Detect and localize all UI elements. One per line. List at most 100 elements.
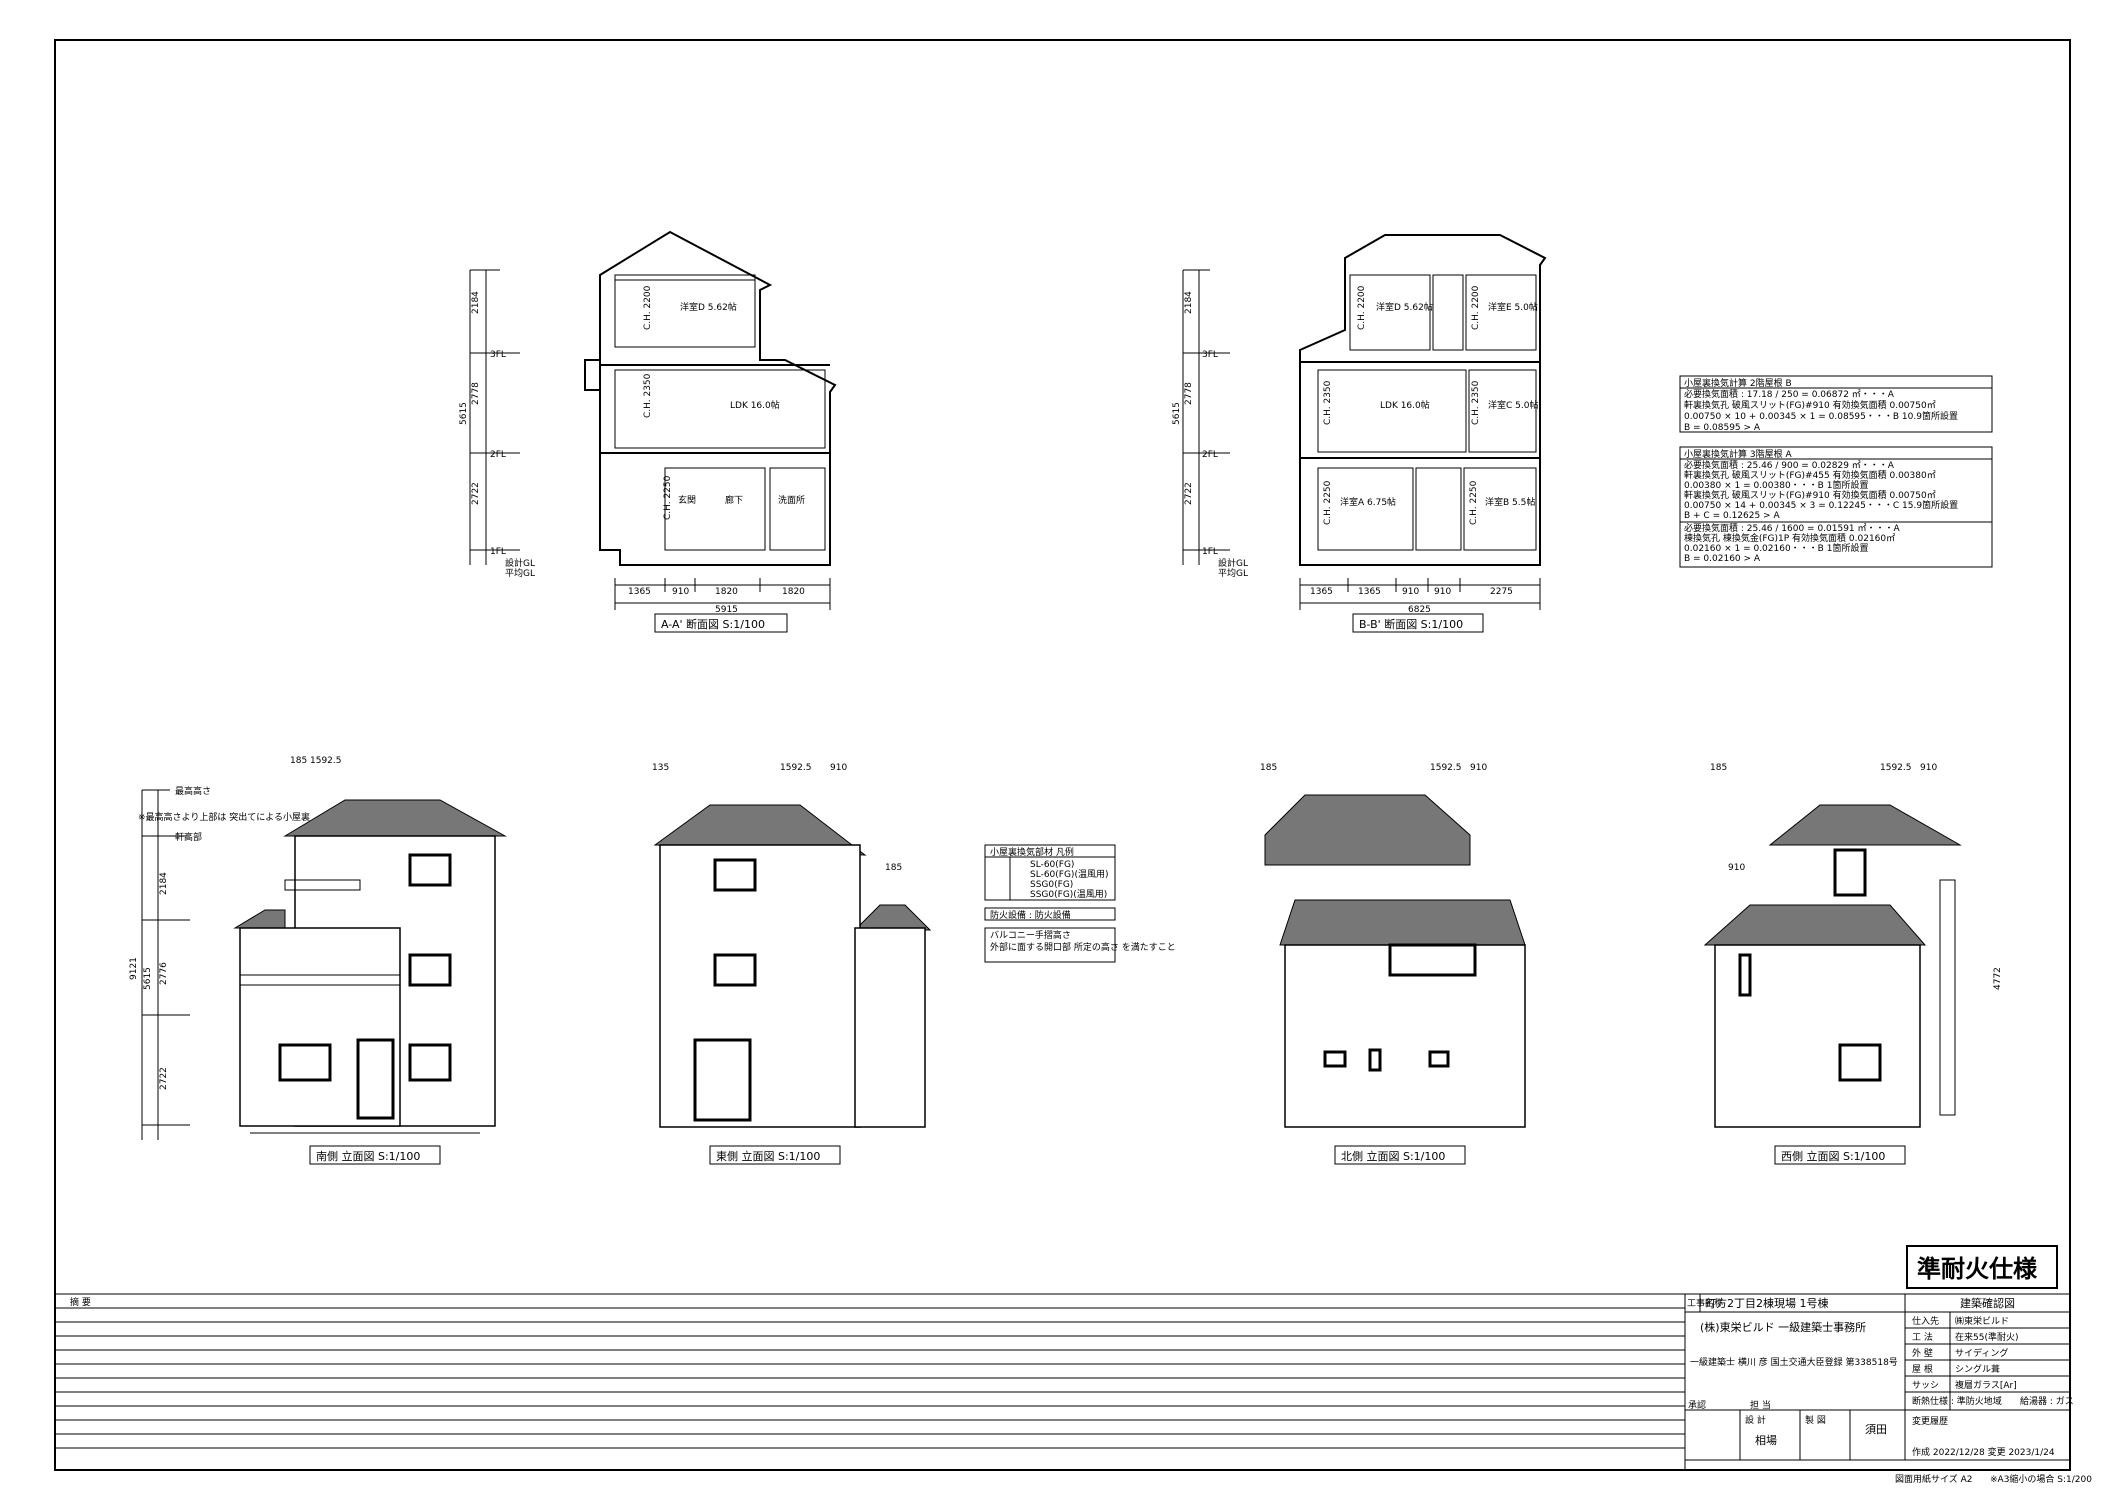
- scale-note: ※A3縮小の場合 S:1/200: [1990, 1473, 2092, 1485]
- floor-3fl: 3FL: [490, 350, 506, 360]
- project-label: 工事名称: [1687, 1297, 1723, 1309]
- west-top-3: 1592.5: [1880, 763, 1912, 773]
- floor-bb-3fl: 3FL: [1202, 350, 1218, 360]
- elevation-south: 最高高さ 軒高部 ※最高高さより上部は 突出てによる小屋裏 9121 5615 …: [129, 756, 507, 1165]
- ch-bb-1f-a: C.H. 2250: [1323, 480, 1333, 525]
- design-label: 設 計: [1745, 1414, 1766, 1426]
- calc2-row-6: B + C = 0.12625 > A: [1684, 511, 1780, 521]
- approval-label: 承認: [1688, 1399, 1706, 1411]
- spec-key-3: 屋 根: [1912, 1363, 1933, 1375]
- dim-bb-2: 1365: [1358, 587, 1381, 597]
- sheet-border: [54, 39, 2071, 1471]
- vent-legend: 小屋裏換気部材 凡例 SL-60(FG) SL-60(FG)(温風用) SSG0…: [984, 844, 1176, 963]
- ch-aa-2f: C.H. 2350: [643, 373, 653, 418]
- elevation-east: 135 1592.5 910 185 東側 立面図 S:1/100: [652, 763, 932, 1165]
- room-bb-3f-e: 洋室E 5.0帖: [1488, 301, 1538, 313]
- spec-val-1: 在来55(準耐火): [1955, 1331, 2018, 1343]
- checked-label: 担 当: [1750, 1399, 1771, 1411]
- elev-north-title: 北側 立面図 S:1/100: [1341, 1149, 1445, 1163]
- room-bb-2f-ldk: LDK 16.0帖: [1380, 399, 1430, 411]
- title-block: 摘 要 工事名称 町方2丁目2棟現場 1号棟 建築確認図 (株)東栄ビルド 一級…: [54, 1293, 2092, 1485]
- floor-bb-1fl: 1FL: [1202, 547, 1218, 557]
- dim-bb-1: 1365: [1310, 587, 1333, 597]
- energy-spec: 断熱仕様 : 準防火地域: [1912, 1395, 2002, 1407]
- elev-south-title: 南側 立面図 S:1/100: [316, 1149, 420, 1163]
- calc2-row-0: 小屋裏換気計算 3階屋根 A: [1684, 448, 1792, 460]
- section-bb-title: B-B' 断面図 S:1/100: [1359, 617, 1463, 631]
- south-label-max: 最高高さ: [175, 785, 211, 797]
- ch-bb-2f-c: C.H. 2350: [1471, 380, 1481, 425]
- west-top-4: 910: [1920, 763, 1937, 773]
- floor-bb-design-gl: 設計GL: [1218, 557, 1248, 569]
- room-aa-genkan: 玄関: [678, 494, 696, 506]
- spec-key-4: サッシ: [1912, 1380, 1939, 1391]
- east-top-2: 1592.5: [780, 763, 812, 773]
- sheet-size: 図面用紙サイズ A2: [1895, 1473, 1972, 1485]
- room-aa-rouka: 廊下: [725, 494, 743, 506]
- north-top-3: 910: [1470, 763, 1487, 773]
- dim-h-total: 5615: [459, 402, 469, 425]
- room-bb-1f-b: 洋室B 5.5帖: [1485, 496, 1535, 508]
- revision-label: 変更履歴: [1912, 1415, 1948, 1427]
- calc2-row-4: 軒裏換気孔 破風スリット(FG)#910 有効換気面積 0.00750㎡: [1684, 489, 1936, 501]
- legend-note-2: バルコニー手摺高さ: [990, 929, 1071, 941]
- dim-aa-1: 1365: [628, 587, 651, 597]
- revision-dates: 作成 2022/12/28 変更 2023/1/24: [1912, 1446, 2055, 1458]
- room-aa-2f: LDK 16.0帖: [730, 399, 780, 411]
- ch-bb-3f-e: C.H. 2200: [1471, 285, 1481, 330]
- office-name: (株)東栄ビルド 一級建築士事務所: [1700, 1320, 1866, 1334]
- spec-val-0: ㈱東栄ビルド: [1955, 1315, 2009, 1327]
- room-bb-2f-c: 洋室C 5.0帖: [1488, 399, 1538, 411]
- staff-2: 須田: [1865, 1423, 1887, 1436]
- ch-aa-3f: C.H. 2200: [643, 285, 653, 330]
- south-note: ※最高高さより上部は 突出てによる小屋裏: [138, 811, 310, 823]
- drawing-title: 建築確認図: [1960, 1296, 2015, 1310]
- east-top-3: 910: [830, 763, 847, 773]
- architect: 一級建築士 横川 彦 国土交通大臣登録 第338518号: [1690, 1356, 1898, 1368]
- calc2-row-7: 必要換気面積 : 25.46 / 1600 = 0.01591 ㎡・・・A: [1684, 522, 1901, 534]
- dim-bb-h-2f: 2778: [1184, 382, 1194, 405]
- elevation-north: 185 1592.5 910 北側 立面図 S:1/100: [1260, 763, 1526, 1165]
- west-dim-4772: 4772: [1993, 967, 2003, 990]
- dim-h-3f: 2184: [471, 291, 481, 314]
- elev-west-title: 西側 立面図 S:1/100: [1781, 1149, 1885, 1163]
- south-dim-5615: 5615: [143, 967, 153, 990]
- calc2-row-5: 0.00750 × 14 + 0.00345 × 3 = 0.12245・・・C…: [1684, 499, 1958, 511]
- room-bb-1f-a: 洋室A 6.75帖: [1340, 496, 1396, 508]
- dim-aa-4: 1820: [782, 587, 805, 597]
- spec-key-0: 仕入先: [1912, 1315, 1939, 1327]
- ventilation-calc-tables: 小屋裏換気計算 2階屋根 B 必要換気面積 : 17.18 / 250 = 0.…: [1679, 375, 1993, 568]
- section-aa: 2184 2778 2722 5615 3FL 2FL 1FL 設計GL 平均G…: [459, 230, 837, 633]
- dim-h-2f: 2778: [471, 382, 481, 405]
- floor-bb-avg-gl: 平均GL: [1218, 567, 1248, 579]
- spec-badge: 準耐火仕様: [1906, 1245, 2058, 1289]
- legend-item-4: SSG0(FG)(温風用): [1030, 889, 1107, 900]
- project-name: 町方2丁目2棟現場 1号棟: [1705, 1296, 1829, 1310]
- floor-bb-2fl: 2FL: [1202, 450, 1218, 460]
- spec-badge-text: 準耐火仕様: [1917, 1255, 2038, 1283]
- section-aa-title: A-A' 断面図 S:1/100: [661, 617, 765, 631]
- calc2-row-2: 軒裏換気孔 破風スリット(FG)#455 有効換気面積 0.00380㎡: [1684, 469, 1936, 481]
- south-dim-3f: 2184: [159, 872, 169, 895]
- dim-aa-3: 1820: [715, 587, 738, 597]
- calc2-row-10: B = 0.02160 > A: [1684, 554, 1761, 564]
- north-top-2: 1592.5: [1430, 763, 1462, 773]
- spec-val-2: サイディング: [1955, 1347, 2008, 1359]
- legend-note-1: 防火設備 : 防火設備: [990, 909, 1071, 921]
- dim-bb-h-3f: 2184: [1184, 291, 1194, 314]
- south-dim-2f: 2776: [159, 962, 169, 985]
- dim-bb-h-total: 5615: [1172, 402, 1182, 425]
- south-top-2: 1592.5: [310, 756, 342, 766]
- calc1-row-3: 0.00750 × 10 + 0.00345 × 1 = 0.08595・・・B…: [1684, 410, 1958, 422]
- calc1-row-1: 必要換気面積 : 17.18 / 250 = 0.06872 ㎡・・・A: [1684, 388, 1895, 400]
- dim-bb-total: 6825: [1408, 605, 1431, 615]
- ch-bb-2f-ldk: C.H. 2350: [1323, 380, 1333, 425]
- dim-bb-h-1f: 2722: [1184, 482, 1194, 505]
- spec-key-1: 工 法: [1912, 1331, 1933, 1343]
- ch-bb-3f-d: C.H. 2200: [1357, 285, 1367, 330]
- legend-item-3: SSG0(FG): [1030, 880, 1073, 890]
- legend-note-3: 外部に面する開口部 所定の高さ を満たすこと: [990, 941, 1176, 953]
- floor-avg-gl: 平均GL: [505, 567, 535, 579]
- dim-aa-total: 5915: [715, 605, 738, 615]
